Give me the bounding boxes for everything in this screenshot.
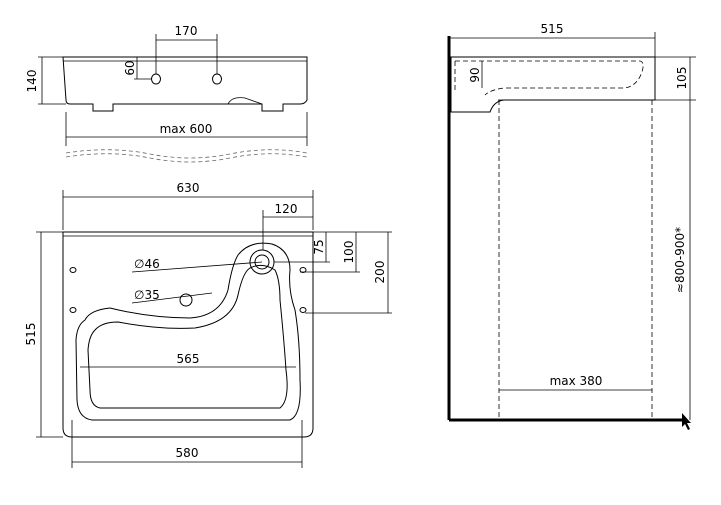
wall-break-line-2 [65, 153, 308, 163]
dia-46-label: ∅46 [134, 257, 160, 271]
dim-515-label: 515 [24, 323, 38, 346]
mount-hole-left-2 [69, 307, 77, 313]
dia-46-leader [131, 261, 263, 273]
dia-35-leader [131, 292, 213, 304]
mouse-cursor-icon [682, 413, 691, 430]
side-515-label: 515 [541, 22, 564, 36]
front-basin-outline [62, 56, 308, 112]
dia-35-label: ∅35 [134, 288, 160, 302]
max-380-label: max 380 [550, 374, 603, 388]
side-105-label: 105 [675, 67, 689, 90]
dim-140-label: 140 [25, 70, 39, 93]
wall-break-line [65, 149, 308, 159]
mount-hole-left-1 [69, 267, 77, 273]
side-90-label: 90 [468, 67, 482, 82]
dim-580-label: 580 [176, 446, 199, 460]
bowl-outer [75, 242, 301, 421]
bowl-inner [87, 264, 288, 409]
mount-hole-right-2 [299, 307, 307, 313]
tap-hole-left [151, 73, 161, 85]
dim-565-label: 565 [177, 352, 200, 366]
plan-basin-outline [62, 231, 314, 438]
dim-100-label: 100 [342, 241, 356, 264]
side-view: 515 90 105 ≈800-900* max 380 [447, 22, 696, 430]
side-basin-outline [450, 56, 656, 113]
drain-inner [254, 254, 270, 270]
dim-630-label: 630 [177, 181, 200, 195]
front-view: 170 60 140 max 600 [25, 24, 308, 163]
front-overflow-curve [227, 97, 263, 105]
dim-170-label: 170 [175, 24, 198, 38]
mount-height-label: ≈800-900* [673, 227, 687, 293]
plan-view: 630 120 ∅46 ∅35 75 100 [24, 181, 392, 468]
dim-60-label: 60 [123, 60, 137, 75]
tap-hole-right [212, 73, 222, 85]
dim-600-label: max 600 [160, 122, 213, 136]
dim-120-label: 120 [275, 202, 298, 216]
side-bowl-hidden [455, 60, 644, 96]
dim-75-label: 75 [312, 239, 326, 254]
tap-hole-plan [179, 293, 193, 307]
dim-200-label: 200 [373, 261, 387, 284]
mount-hole-right-1 [299, 267, 307, 273]
